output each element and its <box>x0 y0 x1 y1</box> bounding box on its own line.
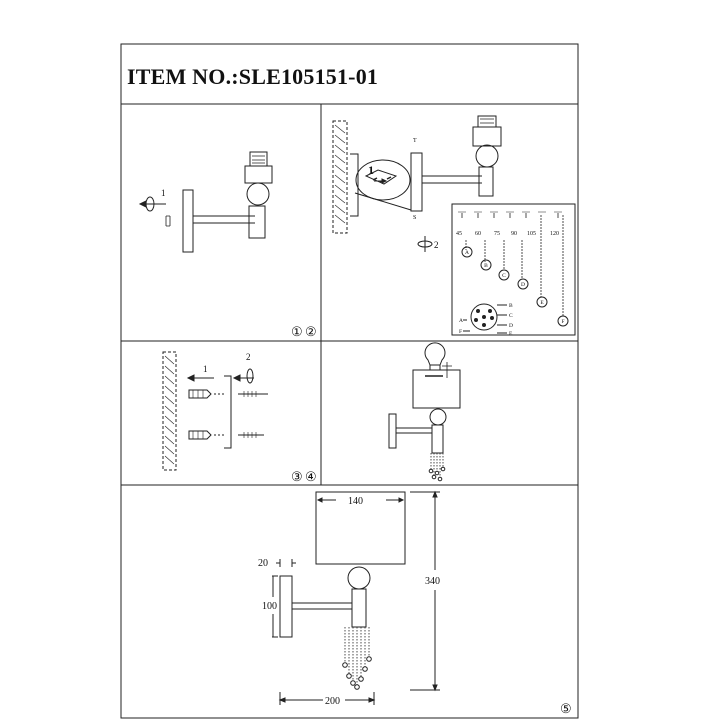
hanger-letters: A B C D E F <box>465 250 565 325</box>
step1-illustration <box>138 151 273 253</box>
length-label: 105 <box>527 231 536 237</box>
length-label: 60 <box>475 231 481 237</box>
hanger-letter: F <box>561 319 564 325</box>
ball-joint <box>246 182 270 206</box>
step-number-1: ① <box>291 324 303 339</box>
step2-arrow-number: 2 <box>434 240 439 250</box>
step-number-5: ⑤ <box>560 701 572 716</box>
marker-bottom: S <box>413 215 416 221</box>
dim-height: 340 <box>425 576 440 587</box>
length-label: 120 <box>550 231 559 237</box>
socket-body <box>478 166 494 197</box>
step3-illustration <box>162 351 268 471</box>
item-number-title: ITEM NO.:SLE105151-01 <box>127 64 379 89</box>
step3-arrow-1: 1 <box>203 364 208 374</box>
step3-arrow-2: 2 <box>246 352 251 362</box>
lamp-holder <box>244 165 273 184</box>
marker-top: T <box>413 138 417 144</box>
connector-letter: E <box>509 331 513 337</box>
connector-ring <box>470 303 498 331</box>
step1-arrow-number: 1 <box>161 188 166 198</box>
step-numbers: ① ② ③ ④ ⑤ <box>291 324 572 716</box>
detail-inset <box>355 159 411 201</box>
wall-anchor <box>188 430 212 440</box>
hanger-length-panel <box>451 203 576 336</box>
dim-plate-depth: 20 <box>258 558 268 569</box>
wall-plate <box>388 413 397 449</box>
crystal-strand <box>162 351 177 471</box>
connector-letter: C <box>509 313 513 319</box>
hanger-letter: A <box>465 250 469 256</box>
inset-number: 1 <box>368 163 374 177</box>
hanger-letter: B <box>484 263 488 269</box>
hanger-letter: D <box>521 282 525 288</box>
dim-plate-height: 100 <box>262 601 277 612</box>
step2-illustration <box>332 115 576 336</box>
step-number-2: ② <box>305 324 317 339</box>
hanger-lengths: 45 60 75 90 105 120 <box>456 231 559 237</box>
ball-joint <box>475 144 499 168</box>
wall-plate <box>410 152 423 212</box>
connector-letter: A <box>459 318 463 324</box>
dim-shade-width: 140 <box>348 496 363 507</box>
length-label: 75 <box>494 231 500 237</box>
socket-body <box>248 205 266 239</box>
step-number-3: ③ <box>291 469 303 484</box>
step5-dimension-drawing <box>272 490 440 705</box>
connector-letter: B <box>509 303 513 309</box>
wall-plate <box>279 575 293 638</box>
lamp-shade <box>315 491 406 565</box>
dim-projection: 200 <box>325 696 340 707</box>
lamp-shade <box>412 369 461 409</box>
connector-letters: A B C D E F <box>459 303 513 337</box>
hanger-letter: E <box>540 300 544 306</box>
hanger-letter: C <box>502 273 506 279</box>
length-label: 45 <box>456 231 462 237</box>
connector-letter: D <box>509 323 513 329</box>
light-bulb-icon <box>424 342 446 366</box>
step-number-4: ④ <box>305 469 317 484</box>
wall-anchor <box>188 389 212 399</box>
wall-plate <box>182 189 194 253</box>
step4-illustration <box>388 342 461 482</box>
connector-letter: F <box>459 329 462 335</box>
length-label: 90 <box>511 231 517 237</box>
frame-grid <box>120 43 579 719</box>
crystal-strand <box>332 120 348 234</box>
